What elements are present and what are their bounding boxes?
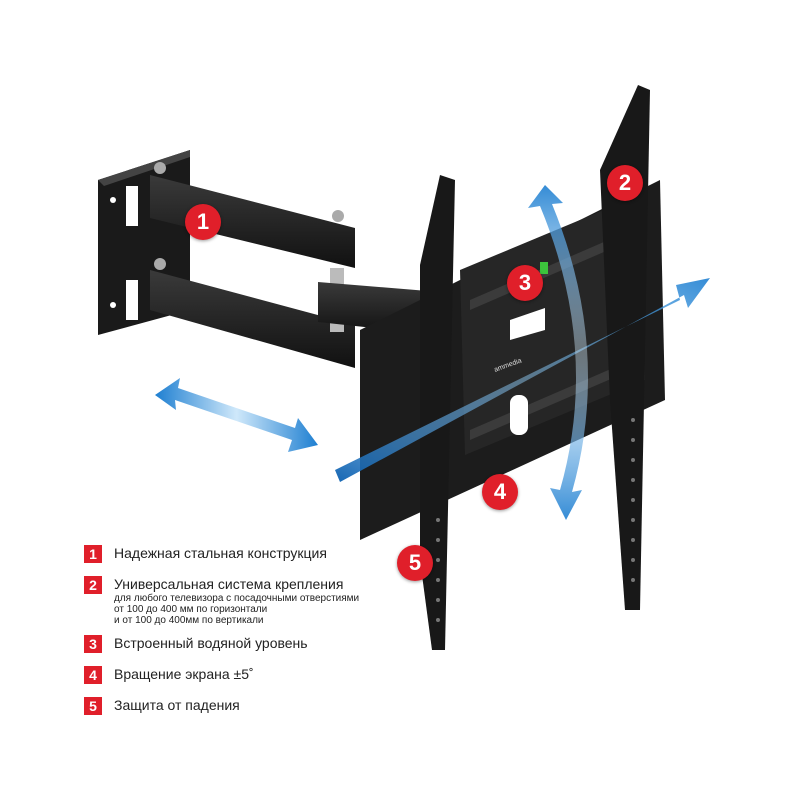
- legend-title: Вращение экрана ±5˚: [114, 666, 254, 682]
- tilt-arrow: [528, 185, 588, 520]
- extend-arrow: [335, 278, 710, 482]
- legend-detail: для любого телевизора с посадочными отве…: [114, 593, 360, 604]
- legend-number: 4: [84, 666, 102, 684]
- legend-detail: и от 100 до 400мм по вертикали: [114, 615, 264, 626]
- legend-item: 5 Защита от падения: [84, 696, 404, 715]
- callout-3: 3: [507, 265, 543, 301]
- callout-5: 5: [397, 545, 433, 581]
- callout-2: 2: [607, 165, 643, 201]
- callout-4: 4: [482, 474, 518, 510]
- legend-item: 2 Универсальная система крепления для лю…: [84, 575, 404, 626]
- feature-legend: 1 Надежная стальная конструкция 2 Универ…: [84, 544, 404, 715]
- legend-detail: от 100 до 400 мм по горизонтали: [114, 604, 268, 615]
- callout-1: 1: [185, 204, 221, 240]
- legend-item: 3 Встроенный водяной уровень: [84, 634, 404, 653]
- legend-title: Встроенный водяной уровень: [114, 635, 308, 651]
- legend-number: 1: [84, 545, 102, 563]
- tv-plate: ammedia: [360, 85, 665, 650]
- legend-title: Надежная стальная конструкция: [114, 545, 327, 561]
- legend-number: 3: [84, 635, 102, 653]
- swivel-arrow: [155, 378, 318, 452]
- legend-number: 2: [84, 576, 102, 594]
- legend-item: 4 Вращение экрана ±5˚: [84, 665, 404, 684]
- legend-number: 5: [84, 697, 102, 715]
- legend-title: Универсальная система крепления: [114, 576, 344, 592]
- legend-item: 1 Надежная стальная конструкция: [84, 544, 404, 563]
- legend-title: Защита от падения: [114, 697, 240, 713]
